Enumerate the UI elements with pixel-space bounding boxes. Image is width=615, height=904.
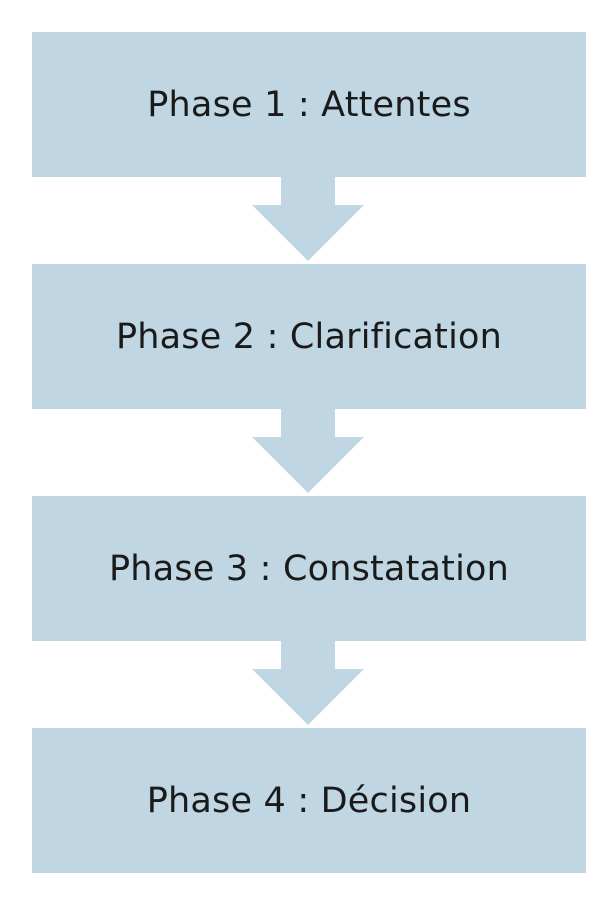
- phase-label: Phase 3 : Constatation: [109, 548, 509, 589]
- phase-box-2: Phase 2 : Clarification: [32, 264, 586, 409]
- arrow-down-icon: [252, 409, 364, 495]
- phase-box-3: Phase 3 : Constatation: [32, 496, 586, 641]
- phase-label: Phase 1 : Attentes: [147, 84, 471, 125]
- phase-label: Phase 4 : Décision: [146, 780, 472, 821]
- arrow-down-icon: [252, 641, 364, 727]
- phase-box-1: Phase 1 : Attentes: [32, 32, 586, 177]
- arrow-down-icon: [252, 177, 364, 263]
- phase-box-4: Phase 4 : Décision: [32, 728, 586, 873]
- phase-label: Phase 2 : Clarification: [115, 316, 503, 357]
